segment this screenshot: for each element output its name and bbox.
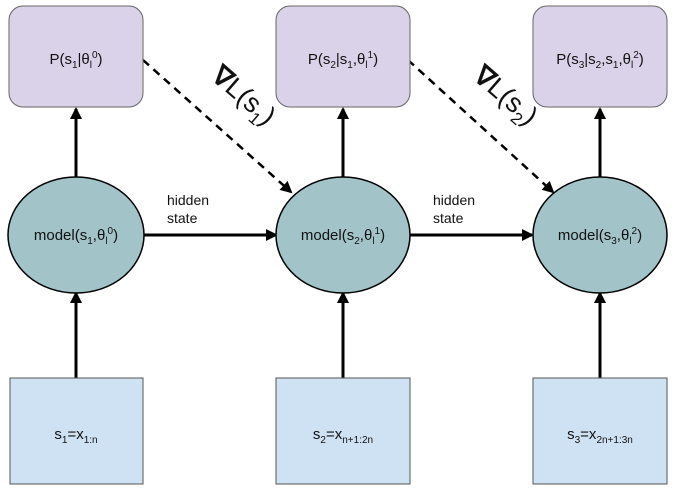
input-box-1: s1=x1:n	[9, 377, 144, 485]
output-box-2-label: P(s2|s1,θl1)	[308, 50, 378, 71]
output-box-1: P(s1|θl0)	[8, 5, 144, 108]
model-node-1-label: model(s1,θl0)	[34, 226, 118, 247]
model-node-1-shape	[7, 176, 145, 294]
input-box-1-shape	[9, 377, 144, 485]
arrow-gradient-1	[142, 59, 293, 194]
output-box-1-label: P(s1|θl0)	[49, 50, 102, 71]
model-node-2-shape	[275, 176, 411, 294]
input-box-2-label: s2=xn+1:2n	[313, 426, 373, 446]
output-box-3-label: P(s3|s2,s1,θl2)	[556, 50, 644, 71]
output-box-2-shape	[275, 5, 411, 108]
input-box-2: s2=xn+1:2n	[275, 377, 411, 485]
input-box-3-label: s3=x2n+1:3n	[567, 426, 633, 446]
output-box-3-shape	[532, 5, 668, 108]
gradient-label-2: ∇L(s2)	[464, 59, 544, 135]
model-node-3-shape	[532, 176, 668, 294]
model-node-3-label: model(s3,θl2)	[558, 226, 642, 247]
input-box-3: s3=x2n+1:3n	[532, 377, 668, 485]
input-box-1-label: s1=x1:n	[54, 426, 97, 446]
model-node-1: model(s1,θl0)	[7, 176, 145, 294]
output-box-3: P(s3|s2,s1,θl2)	[532, 5, 668, 108]
model-node-2-label: model(s2,θl1)	[301, 226, 385, 247]
model-node-3: model(s3,θl2)	[532, 176, 668, 294]
output-box-2: P(s2|s1,θl1)	[275, 5, 411, 108]
input-box-2-shape	[275, 377, 411, 485]
arrow-gradient-2	[407, 59, 555, 194]
output-box-1-shape	[8, 5, 144, 108]
gradient-label-1: ∇L(s1)	[202, 59, 282, 135]
input-box-3-shape	[532, 377, 668, 485]
model-node-2: model(s2,θl1)	[275, 176, 411, 294]
